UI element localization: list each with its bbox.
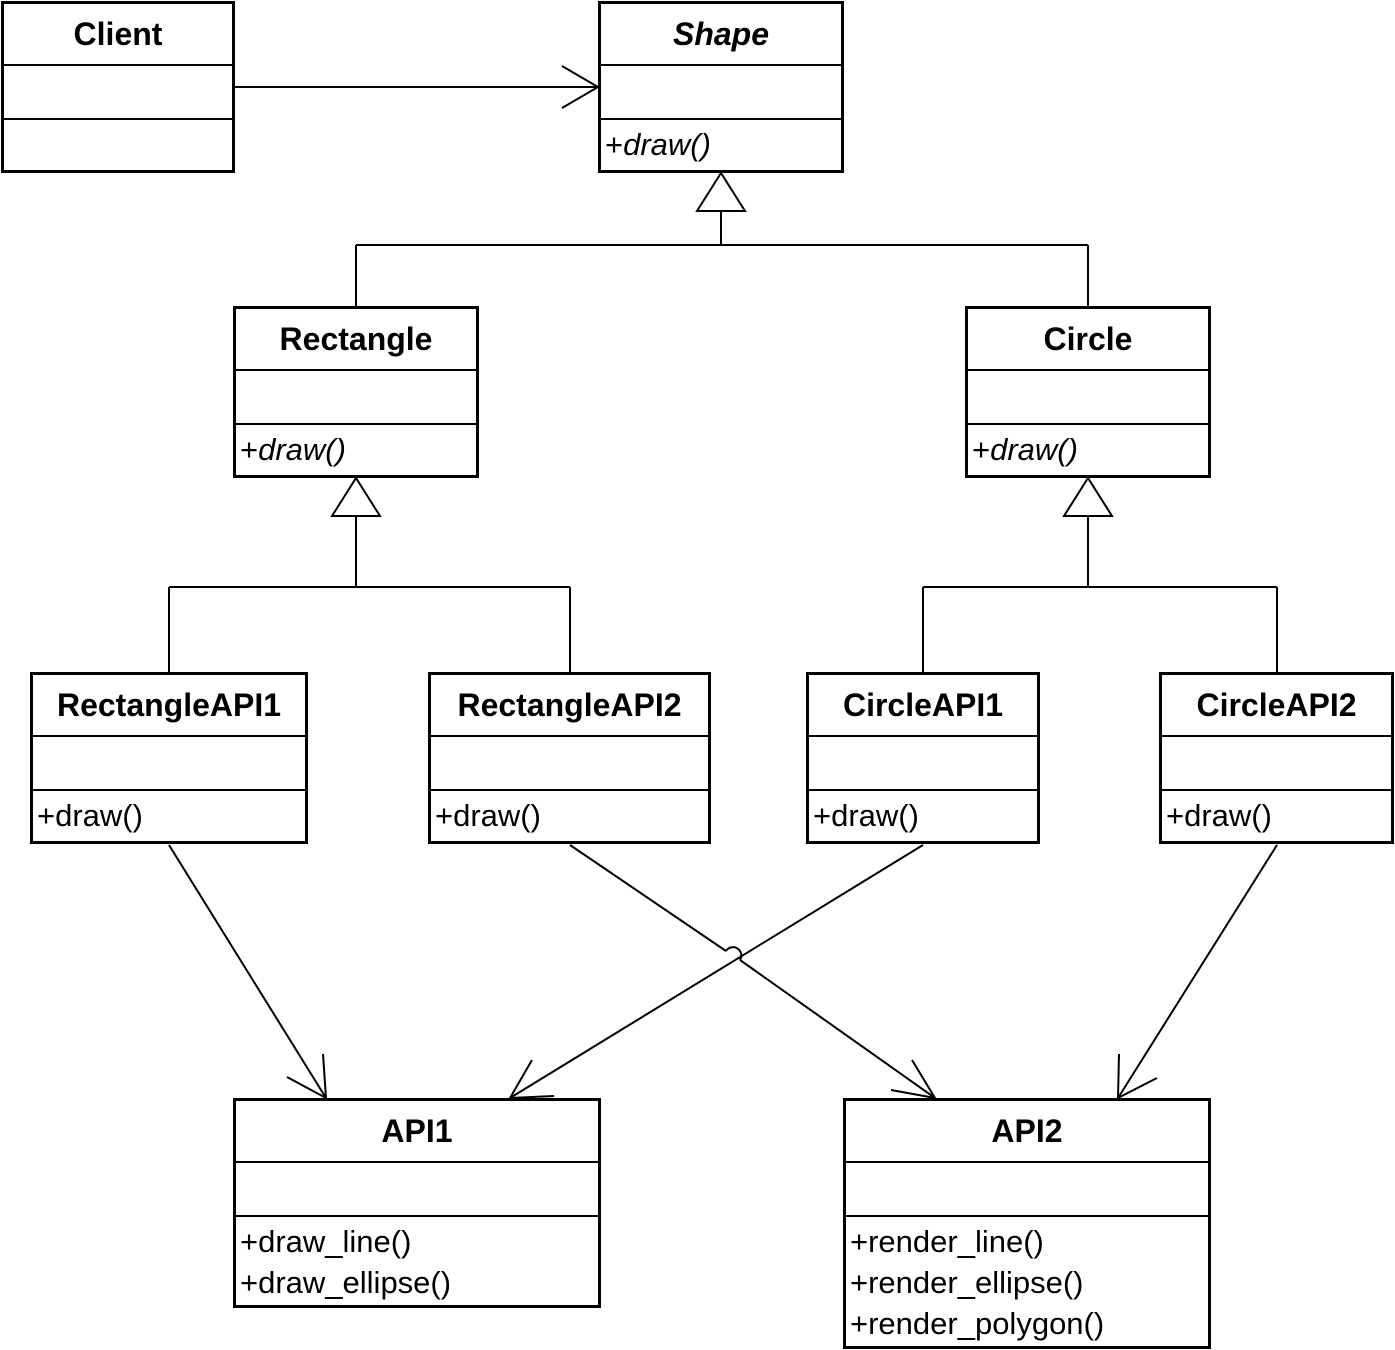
association-client-shape (235, 65, 600, 109)
attributes-compartment (1162, 737, 1391, 791)
operations-compartment: +draw() (809, 791, 1037, 836)
operation: +draw() (972, 432, 1078, 467)
operations-compartment: +draw() (601, 120, 841, 165)
class-name: Shape (601, 4, 841, 66)
class-rectangleapi1[interactable]: RectangleAPI1 +draw() (30, 672, 308, 844)
operation: +draw_ellipse() (240, 1265, 452, 1300)
class-api2[interactable]: API2 +render_line() +render_ellipse() +r… (843, 1098, 1211, 1349)
operations-compartment (4, 120, 232, 124)
class-rectangleapi2[interactable]: RectangleAPI2 +draw() (428, 672, 711, 844)
attributes-compartment (968, 371, 1208, 425)
class-name: API1 (236, 1101, 598, 1163)
operation: +draw() (605, 127, 711, 162)
class-name: RectangleAPI2 (431, 675, 708, 737)
operation: +draw() (435, 798, 541, 833)
association-circleapi2-api2 (1116, 844, 1278, 1100)
class-rectangle[interactable]: Rectangle +draw() (233, 306, 479, 478)
operation: +draw_line() (240, 1224, 412, 1259)
class-client[interactable]: Client (1, 1, 235, 173)
association-rectangleapi2-api2 (569, 844, 938, 1100)
attributes-compartment (601, 66, 841, 120)
operation: +render_line() (850, 1224, 1044, 1259)
attributes-compartment (4, 66, 232, 120)
class-name: Client (4, 4, 232, 66)
operation: +draw() (813, 798, 919, 833)
operation: +draw() (240, 432, 346, 467)
class-name: RectangleAPI1 (33, 675, 305, 737)
operations-compartment: +draw() (968, 425, 1208, 470)
class-api1[interactable]: API1 +draw_line() +draw_ellipse() (233, 1098, 601, 1308)
operation: +render_polygon() (850, 1306, 1105, 1341)
class-shape[interactable]: Shape +draw() (598, 1, 844, 173)
class-name: Circle (968, 309, 1208, 371)
attributes-compartment (846, 1163, 1208, 1217)
operations-compartment: +draw() (33, 791, 305, 836)
association-rectangleapi1-api1 (168, 844, 328, 1100)
class-circleapi2[interactable]: CircleAPI2 +draw() (1159, 672, 1394, 844)
class-circle[interactable]: Circle +draw() (965, 306, 1211, 478)
attributes-compartment (431, 737, 708, 791)
operations-compartment: +render_line() +render_ellipse() +render… (846, 1217, 1208, 1344)
attributes-compartment (236, 371, 476, 425)
class-name: Rectangle (236, 309, 476, 371)
operation: +draw() (37, 798, 143, 833)
operations-compartment: +draw() (1162, 791, 1391, 836)
attributes-compartment (236, 1163, 598, 1217)
generalization-to-shape (355, 171, 1089, 306)
class-name: CircleAPI1 (809, 675, 1037, 737)
operations-compartment: +draw() (431, 791, 708, 836)
attributes-compartment (33, 737, 305, 791)
class-name: CircleAPI2 (1162, 675, 1391, 737)
operation: +render_ellipse() (850, 1265, 1084, 1300)
operations-compartment: +draw() (236, 425, 476, 470)
operations-compartment: +draw_line() +draw_ellipse() (236, 1217, 598, 1303)
class-circleapi1[interactable]: CircleAPI1 +draw() (806, 672, 1040, 844)
class-name: API2 (846, 1101, 1208, 1163)
generalization-to-circle (922, 476, 1278, 672)
generalization-to-rectangle (168, 476, 571, 672)
association-circleapi1-api1 (508, 844, 924, 1100)
attributes-compartment (809, 737, 1037, 791)
operation: +draw() (1166, 798, 1272, 833)
